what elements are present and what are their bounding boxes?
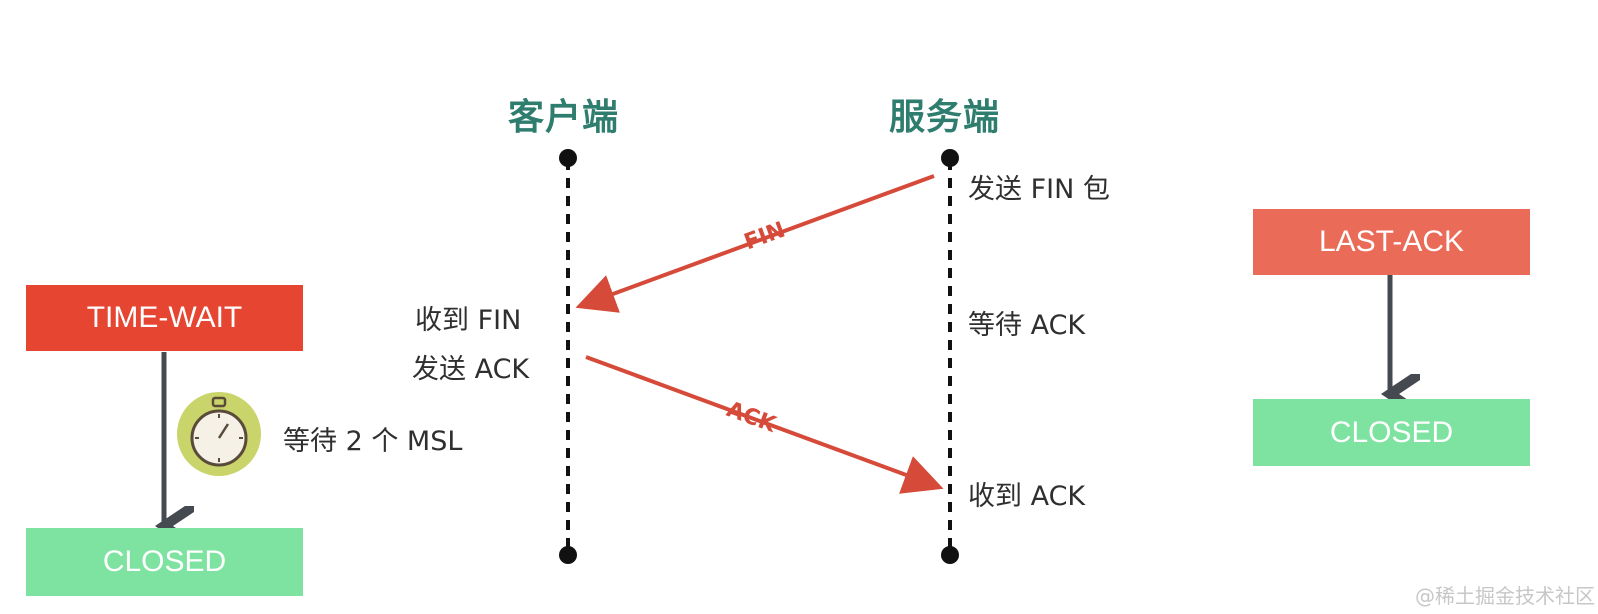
wait-2msl-label: 等待 2 个 MSL <box>283 426 463 457</box>
server-recv-ack-label: 收到 ACK <box>968 481 1086 512</box>
client-lifeline <box>559 149 577 564</box>
server-send-fin-label: 发送 FIN 包 <box>968 174 1110 205</box>
time-wait-state: TIME-WAIT <box>26 285 303 351</box>
left-closed-state: CLOSED <box>26 528 303 596</box>
client-recv-fin-label: 收到 FIN <box>415 305 522 336</box>
server-wait-ack-label: 等待 ACK <box>968 310 1086 341</box>
watermark: @稀土掘金技术社区 <box>1415 584 1595 608</box>
right-closed-state: CLOSED <box>1253 399 1530 466</box>
client-title: 客户端 <box>508 97 620 138</box>
fin-arrow <box>575 174 935 313</box>
server-title: 服务端 <box>889 97 1001 138</box>
last-ack-state: LAST-ACK <box>1253 209 1530 275</box>
server-lifeline <box>941 149 959 564</box>
client-send-ack-label: 发送 ACK <box>412 354 530 385</box>
ack-arrow <box>585 355 944 494</box>
stopwatch-icon <box>177 392 261 476</box>
